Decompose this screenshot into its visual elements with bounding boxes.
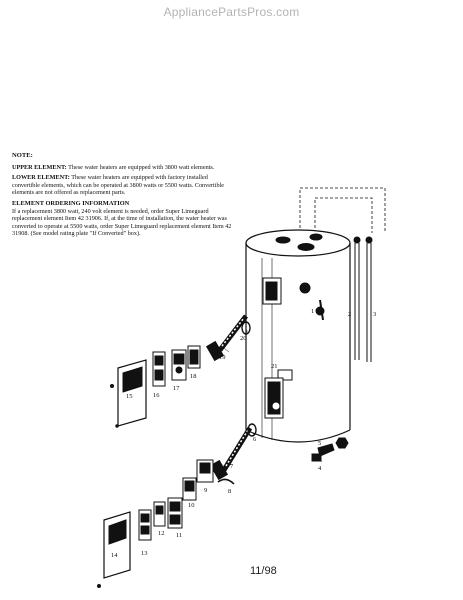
part-9-thermostat [196,459,214,483]
callout-21: 21 [271,363,278,370]
part-10-thermostat [182,477,197,501]
callout-16: 16 [153,392,160,399]
callout-4: 4 [318,465,322,472]
lower-element-note: LOWER ELEMENT: These water heaters are e… [12,174,232,197]
note-heading: NOTE: [12,152,33,159]
callout-13: 13 [141,550,148,557]
callout-3: 3 [373,311,376,318]
ordering-heading: ELEMENT ORDERING INFORMATION [12,199,130,207]
callout-8: 8 [228,488,231,495]
callout-9: 9 [204,487,207,494]
part-12-bracket [153,501,166,527]
callout-labels: 1 2 3 4 5 6 7 8 9 10 11 12 13 14 15 16 1… [111,308,376,559]
part-19-upper-element [205,314,248,362]
callout-6: 6 [253,436,257,443]
part-4-drain-valve [311,443,335,462]
callout-17: 17 [173,385,180,392]
callout-20: 20 [240,335,247,342]
part-13-thermostat [138,509,152,541]
lower-element-label: LOWER ELEMENT: [12,174,70,182]
parts-notes: NOTE: UPPER ELEMENT: These water heaters… [12,152,232,241]
part-16-thermostat [152,351,166,387]
callout-14: 14 [111,552,118,559]
lower-element-text: These water heaters are equipped with fa… [12,174,225,197]
part-5-nut [335,437,349,449]
upper-element-text: These water heaters are equipped with 38… [68,163,215,171]
part-6-gasket [247,423,257,437]
part-20-gasket [241,321,251,335]
part-7-lower-element [209,426,253,481]
upper-element-label: UPPER ELEMENT: [12,163,67,171]
callout-5: 5 [318,440,321,447]
part-17-thermostat [171,349,187,381]
part-1-fitting [315,299,325,321]
water-heater-tank [245,229,351,443]
part-8-wire [217,478,235,485]
watermark: AppliancePartsPros.com [163,5,300,19]
part-14-access-cover [97,511,131,588]
callout-1: 1 [311,308,314,315]
callout-15: 15 [126,393,133,400]
callout-18: 18 [190,373,197,380]
part-2-tube [353,236,361,360]
part-3-tube [365,236,373,362]
callout-2: 2 [348,311,351,318]
part-18-bracket [187,345,201,369]
revision-date: 11/98 [250,565,277,577]
callout-10: 10 [188,502,195,509]
upper-element-note: UPPER ELEMENT: These water heaters are e… [12,164,232,172]
part-11-thermostat [167,497,183,529]
leader-lines [223,310,323,467]
callout-19: 19 [219,354,226,361]
callout-7: 7 [230,463,234,470]
dashed-connection-lines [299,187,386,233]
callout-12: 12 [158,530,165,537]
callout-11: 11 [176,532,182,539]
part-15-access-cover [110,359,147,427]
screw-dot [115,424,119,428]
ordering-text: If a replacement 3800 watt, 240 volt ele… [12,207,232,238]
